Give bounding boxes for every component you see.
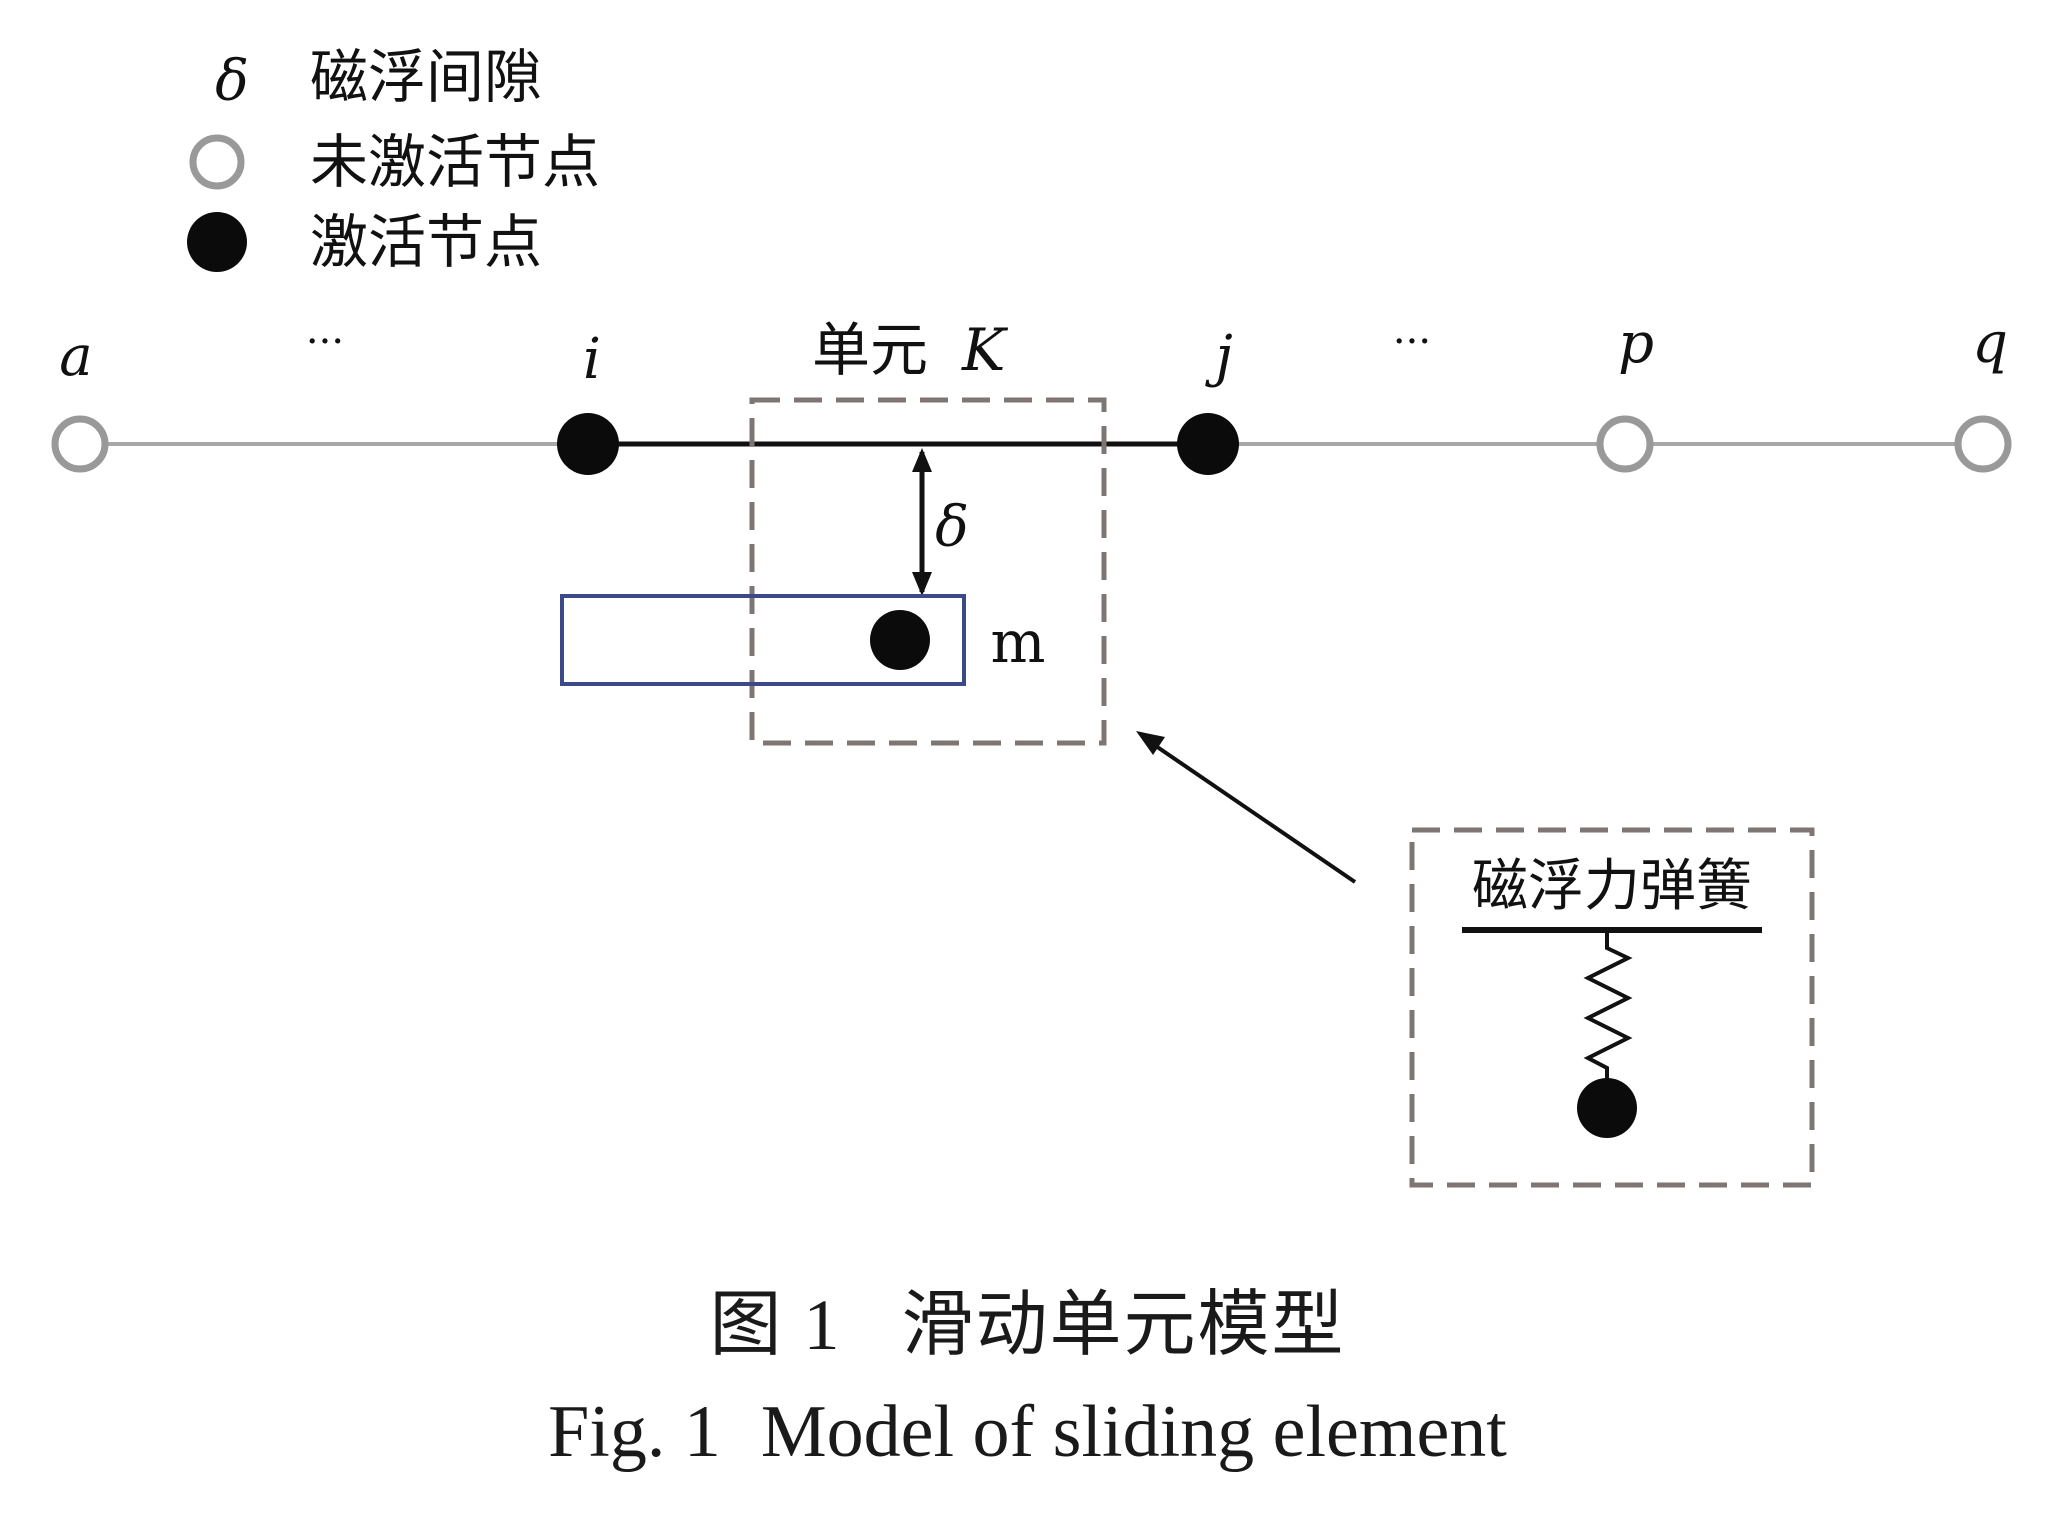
spring-inset-label: 磁浮力弹簧	[1472, 854, 1752, 919]
node-labels: a ··· i 单元 K j ··· p q	[59, 311, 2008, 392]
node-p-inactive	[1596, 415, 1654, 473]
node-i-active	[557, 413, 619, 475]
element-label-symbol: K	[961, 316, 1009, 384]
ellipsis-left: ···	[306, 319, 344, 365]
spring-mass-icon	[1577, 1078, 1637, 1138]
caption-en-title: Model of sliding element	[760, 1391, 1507, 1473]
caption-cn-number: 图 1	[709, 1285, 842, 1365]
gap-delta-label: δ	[935, 495, 969, 560]
caption-cn-title: 滑动单元模型	[901, 1285, 1346, 1365]
node-a-inactive	[51, 415, 109, 473]
nodes	[51, 413, 2012, 475]
legend-delta-label: 磁浮间隙	[310, 43, 542, 111]
node-label-q: q	[1972, 311, 2008, 376]
figure-caption-en: Fig. 1 Model of sliding element	[0, 1390, 2055, 1475]
figure-caption-cn: 图 1 滑动单元模型	[0, 1265, 2055, 1370]
element-label-cn: 单元	[812, 316, 928, 384]
mass-label: m	[991, 608, 1046, 676]
node-j-active	[1177, 413, 1239, 475]
legend-active-node-icon	[187, 212, 247, 272]
legend-delta-symbol: δ	[215, 49, 249, 114]
node-label-p: p	[1618, 311, 1654, 376]
legend: δ 磁浮间隙 未激活节点 激活节点	[187, 43, 600, 276]
node-label-a: a	[59, 324, 92, 389]
caption-en-number: Fig. 1	[548, 1391, 721, 1473]
legend-active-label: 激活节点	[310, 208, 542, 276]
gap-arrow	[912, 448, 932, 596]
node-label-j: j	[1204, 324, 1232, 389]
legend-inactive-node-icon	[189, 134, 245, 190]
node-label-i: i	[583, 327, 601, 392]
ellipsis-right: ···	[1393, 319, 1431, 365]
element-k-box	[749, 397, 1107, 746]
node-q-inactive	[1954, 415, 2012, 473]
mass-point-icon	[870, 610, 930, 670]
spring-coil-icon	[1583, 930, 1633, 1080]
legend-inactive-label: 未激活节点	[310, 128, 600, 196]
mass-block	[560, 594, 966, 686]
pointer-arrow	[1136, 731, 1357, 884]
